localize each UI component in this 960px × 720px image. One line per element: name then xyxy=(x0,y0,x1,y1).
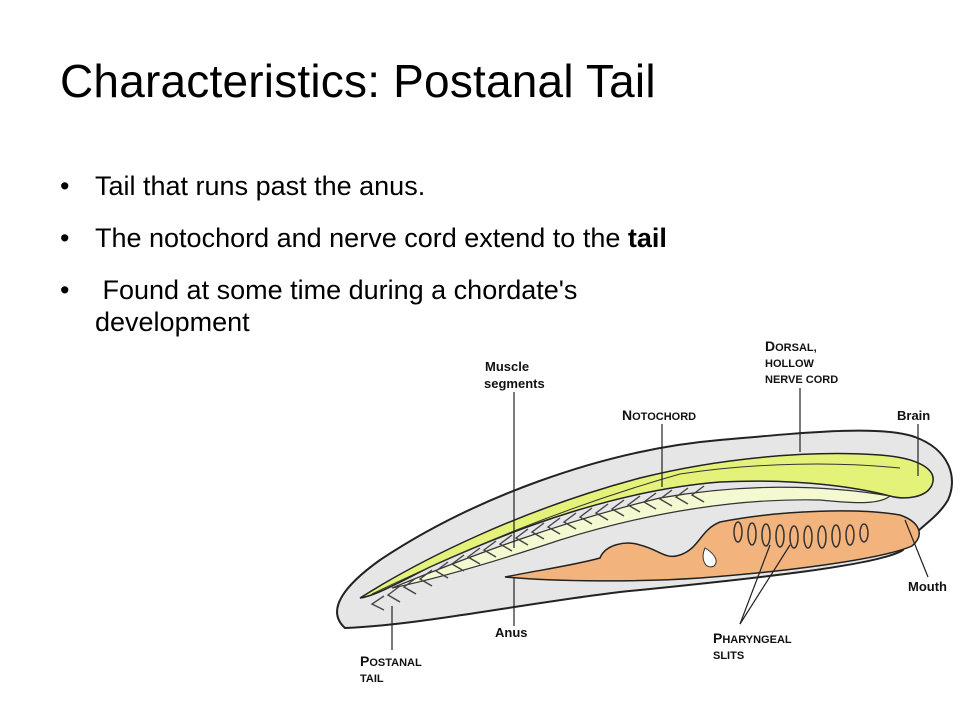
label-postanal-tail-1: POSTANAL xyxy=(360,653,422,669)
label-postanal-tail-2: TAIL xyxy=(360,673,384,685)
label-brain: Brain xyxy=(897,408,930,423)
label-postanal-rest: OSTANAL xyxy=(369,657,422,669)
bullet-list: • Tail that runs past the anus. • The no… xyxy=(60,170,840,358)
label-muscle-segments-1: Muscle xyxy=(485,359,529,374)
label-dorsal-nerve-cord-2: HOLLOW xyxy=(765,358,814,370)
nerve-cord xyxy=(359,452,934,599)
bullet-dot: • xyxy=(60,275,70,305)
bullet-item: • Found at some time during a chordate's… xyxy=(60,274,840,338)
bullet-text: Tail that runs past the anus. xyxy=(95,171,426,201)
label-notochord: NOTOCHORD xyxy=(622,407,696,423)
label-dorsal-cap: D xyxy=(765,338,775,354)
label-pharyngeal-cap: P xyxy=(713,630,722,646)
notochord xyxy=(391,486,892,589)
label-dorsal-rest: ORSAL, xyxy=(775,342,817,354)
label-dorsal-nerve-cord-1: DORSAL, xyxy=(765,338,817,354)
gut-loop xyxy=(702,547,717,568)
bullet-text-line2: development xyxy=(95,307,250,337)
label-muscle-segments-2: segments xyxy=(484,376,545,391)
label-pharyngeal-slits-1: PHARYNGEAL xyxy=(713,630,792,646)
label-dorsal-nerve-cord-3: NERVE CORD xyxy=(765,374,838,386)
nerve-cord-lumen xyxy=(371,463,901,595)
pharyngeal-slits xyxy=(733,521,869,549)
muscle-segments xyxy=(370,485,705,611)
slide-title: Characteristics: Postanal Tail xyxy=(60,55,656,107)
bullet-item: • Tail that runs past the anus. xyxy=(60,170,840,202)
label-postanal-cap: P xyxy=(360,653,369,669)
bullet-text-line1: Found at some time during a chordate's xyxy=(95,275,578,305)
label-mouth: Mouth xyxy=(908,579,947,594)
label-notochord-rest: OTOCHORD xyxy=(632,411,696,423)
bullet-item: • The notochord and nerve cord extend to… xyxy=(60,222,840,254)
bullet-text: The notochord and nerve cord extend to t… xyxy=(95,223,628,253)
label-notochord-cap: N xyxy=(622,407,632,423)
label-anus: Anus xyxy=(495,625,528,640)
bullet-dot: • xyxy=(60,171,70,201)
leader-lines xyxy=(391,388,929,650)
gut xyxy=(504,510,920,582)
bullet-emphasis: tail xyxy=(627,223,667,253)
label-pharyngeal-slits-2: SLITS xyxy=(713,650,744,662)
bullet-dot: • xyxy=(60,223,70,253)
label-pharyngeal-rest: HARYNGEAL xyxy=(722,634,792,646)
